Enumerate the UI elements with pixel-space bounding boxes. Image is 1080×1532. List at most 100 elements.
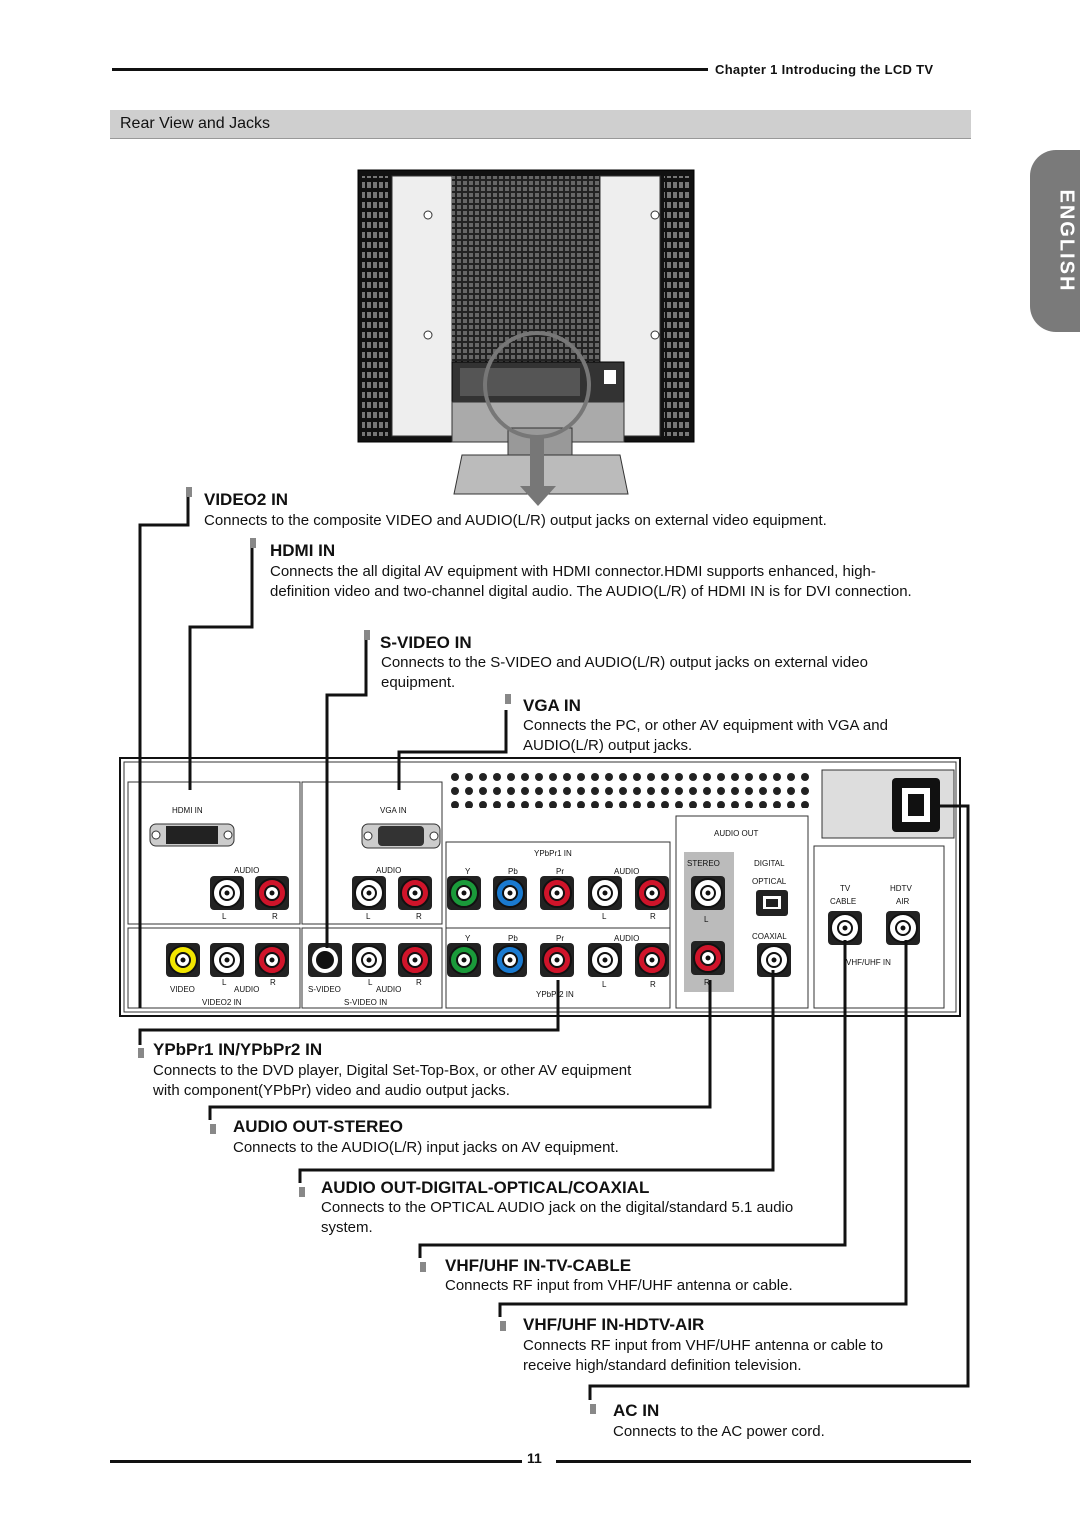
label-y: Y: [465, 934, 471, 943]
label-hdmi-in: HDMI IN: [172, 806, 203, 815]
jack-icon: [447, 943, 481, 977]
header-rule: [112, 68, 708, 71]
marker-icon: [505, 694, 511, 704]
label-vhf-uhf-in: VHF/UHF IN: [846, 958, 891, 967]
label-s-video: S-VIDEO: [308, 985, 341, 994]
item-desc-s-video-in: Connects to the S-VIDEO and AUDIO(L/R) o…: [381, 654, 868, 691]
jack-icon: [886, 911, 920, 945]
jack-icon: [588, 943, 622, 977]
jack-icon: [352, 943, 386, 977]
jack-icon: [255, 943, 289, 977]
label-ypbpr2-in: YPbPr2 IN: [536, 990, 574, 999]
item-title-vhf-uhf-tv-cable: VHF/UHF IN-TV-CABLE: [445, 1256, 632, 1275]
label-ypbpr1-in: YPbPr1 IN: [534, 849, 572, 858]
label-pb: Pb: [508, 934, 518, 943]
page-number: 11: [527, 1450, 542, 1466]
jack-icon: [255, 876, 289, 910]
label-r: R: [416, 912, 422, 921]
jack-icon: [588, 876, 622, 910]
label-audio-hdmi: AUDIO: [234, 866, 260, 875]
jack-icon: [635, 943, 669, 977]
label-video: VIDEO: [170, 985, 195, 994]
label-r: R: [272, 912, 278, 921]
item-title-video2-in: VIDEO2 IN: [204, 490, 289, 509]
jack-icon: [691, 941, 725, 975]
rca-jacks: [166, 876, 920, 977]
jack-icon: [757, 943, 791, 977]
jack-icon: [540, 943, 574, 977]
label-r: R: [650, 912, 656, 921]
marker-icon: [138, 1048, 144, 1058]
item-title-ypbpr: YPbPr1 IN/YPbPr2 IN: [153, 1040, 323, 1059]
item-desc-video2-in: Connects to the composite VIDEO and AUDI…: [204, 512, 827, 529]
item-desc-vhf-uhf-hdtv-air: Connects RF input from VHF/UHF antenna o…: [523, 1337, 884, 1374]
label-video2-in: VIDEO2 IN: [202, 998, 242, 1007]
label-r: R: [270, 978, 276, 987]
label-r: R: [650, 980, 656, 989]
item-desc-audio-out-stereo: Connects to the AUDIO(L/R) input jacks o…: [233, 1139, 619, 1156]
label-audio-video2: AUDIO: [234, 985, 260, 994]
jack-icon: [493, 943, 527, 977]
callout-lines: [138, 495, 970, 1400]
jack-icon: [398, 876, 432, 910]
item-title-vga-in: VGA IN: [523, 696, 581, 715]
label-pr: Pr: [556, 934, 564, 943]
label-coaxial: COAXIAL: [752, 932, 787, 941]
item-desc-vga-in: Connects the PC, or other AV equipment w…: [523, 717, 888, 754]
item-title-audio-out-digital: AUDIO OUT-DIGITAL-OPTICAL/COAXIAL: [321, 1178, 650, 1197]
jack-icon: [635, 876, 669, 910]
jack-icon: [398, 943, 432, 977]
label-r: R: [416, 978, 422, 987]
jack-icon: [210, 876, 244, 910]
tv-back: [357, 169, 695, 506]
jack-icon: [540, 876, 574, 910]
label-vga-in: VGA IN: [380, 806, 407, 815]
item-title-s-video-in: S-VIDEO IN: [380, 633, 472, 652]
label-l: L: [368, 978, 373, 987]
label-l: L: [366, 912, 371, 921]
item-desc-vhf-uhf-tv-cable: Connects RF input from VHF/UHF antenna o…: [445, 1277, 793, 1294]
item-desc-ypbpr: Connects to the DVD player, Digital Set-…: [153, 1062, 632, 1099]
label-tv: TV: [840, 884, 851, 893]
footer-rule-right: [556, 1460, 971, 1463]
item-title-hdmi-in: HDMI IN: [270, 541, 336, 560]
label-audio-vga: AUDIO: [376, 866, 402, 875]
section-title: Rear View and Jacks: [120, 115, 270, 132]
item-desc-ac-in: Connects to the AC power cord.: [613, 1423, 825, 1440]
label-l: L: [602, 912, 607, 921]
label-stereo: STEREO: [687, 859, 720, 868]
label-audio-ypbpr2: AUDIO: [614, 934, 640, 943]
jack-icon: [828, 911, 862, 945]
label-r: R: [704, 978, 710, 987]
marker-icon: [250, 538, 256, 548]
label-l: L: [222, 912, 227, 921]
language-tab: ENGLISH: [1030, 150, 1080, 332]
label-l: L: [704, 915, 709, 924]
marker-icon: [299, 1187, 305, 1197]
item-title-audio-out-stereo: AUDIO OUT-STEREO: [233, 1117, 404, 1136]
label-pb: Pb: [508, 867, 518, 876]
chapter-title: Chapter 1 Introducing the LCD TV: [715, 62, 934, 77]
label-audio-out: AUDIO OUT: [714, 829, 759, 838]
label-audio-ypbpr1: AUDIO: [614, 867, 640, 876]
label-optical: OPTICAL: [752, 877, 787, 886]
item-title-ac-in: AC IN: [613, 1401, 660, 1420]
marker-icon: [186, 487, 192, 497]
marker-icon: [364, 630, 370, 640]
jack-icon: [210, 943, 244, 977]
jack-icon: [447, 876, 481, 910]
jack-icon: [352, 876, 386, 910]
label-l: L: [222, 978, 227, 987]
marker-icon: [590, 1404, 596, 1414]
marker-icon: [210, 1124, 216, 1134]
optical-jack-icon: [756, 890, 788, 916]
label-air: AIR: [896, 897, 910, 906]
footer-rule-left: [110, 1460, 522, 1463]
label-hdtv: HDTV: [890, 884, 912, 893]
marker-icon: [420, 1262, 426, 1272]
item-desc-hdmi-in: Connects the all digital AV equipment wi…: [270, 563, 912, 600]
jack-icon: [691, 876, 725, 910]
label-cable: CABLE: [830, 897, 857, 906]
jack-icon: [493, 876, 527, 910]
